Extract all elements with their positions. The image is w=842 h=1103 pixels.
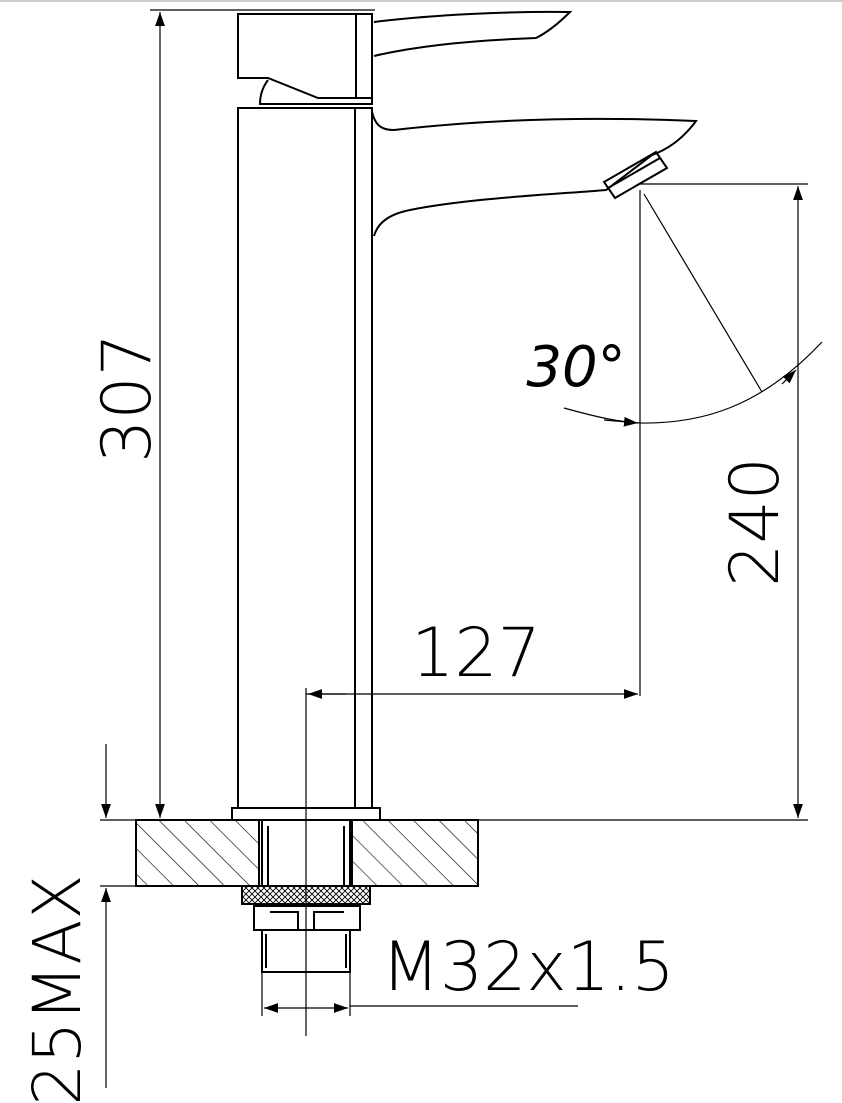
angle-arrow-left	[603, 416, 639, 427]
aerator	[602, 150, 669, 200]
label-spout-reach: 127	[411, 614, 541, 693]
angle-ray	[643, 193, 763, 393]
shank-inner	[267, 826, 345, 886]
faucet-body	[231, 10, 698, 821]
faucet-column	[237, 107, 373, 809]
label-max-deck-thickness: 25MAX	[19, 874, 96, 1103]
handle-cap	[237, 13, 373, 99]
fixing-nut	[253, 905, 361, 931]
mounting-deck	[135, 819, 479, 887]
angle-arc	[563, 341, 823, 424]
label-total-height: 307	[88, 333, 167, 463]
shank-body	[261, 820, 351, 886]
angle-arrow-right	[781, 369, 797, 385]
nut-slots	[270, 911, 344, 930]
label-angle: 30°	[526, 335, 625, 400]
label-spout-height: 240	[716, 457, 795, 587]
spout	[371, 111, 698, 237]
aerator-ring	[607, 157, 661, 189]
deck-right-section	[351, 819, 479, 887]
dimension-lines	[100, 9, 823, 1088]
lever-handle	[373, 10, 573, 57]
label-thread: M32x1.5	[381, 928, 675, 1007]
deck-left-section	[135, 819, 260, 887]
